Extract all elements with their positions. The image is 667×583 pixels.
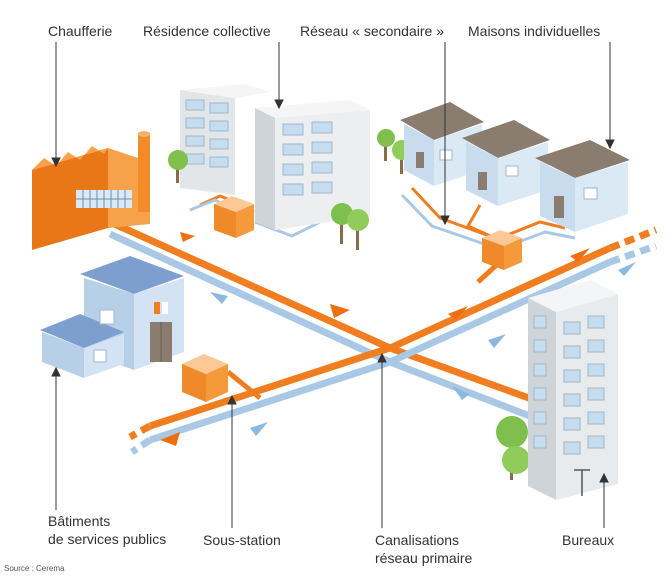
cold-arrow: [452, 386, 470, 400]
label-batiments-line1: Bâtiments: [48, 513, 111, 529]
label-batiments-services-publics: Bâtiments de services publics: [48, 512, 166, 548]
label-canalisations: Canalisations réseau primaire: [375, 531, 472, 567]
secondary-hot-house3: [504, 220, 566, 238]
cold-pipe-exit-left: [130, 437, 152, 455]
substation-public: [182, 354, 228, 402]
cold-pipe-exit-right: [608, 242, 658, 266]
boiler-plant: [32, 131, 150, 250]
label-bureaux: Bureaux: [562, 532, 615, 548]
label-maisons-individuelles: Maisons individuelles: [468, 23, 601, 39]
residential-towers: [180, 84, 370, 230]
substation-houses: [482, 230, 522, 270]
label-canalisations-line2: réseau primaire: [375, 550, 473, 566]
cold-arrow: [488, 334, 506, 348]
label-batiments-line2: de services publics: [48, 531, 167, 547]
secondary-hot-house2: [465, 204, 496, 240]
flow-arrows: [160, 232, 636, 446]
hot-pipe-exit-right: [608, 226, 658, 252]
secondary-cold-houses: [400, 193, 491, 248]
hot-arrow: [160, 432, 180, 446]
house-3: [535, 140, 630, 232]
source-caption: Source : Cerema: [4, 564, 65, 573]
office-tower: [528, 280, 618, 500]
public-buildings: [40, 256, 184, 378]
label-residence-collective: Résidence collective: [143, 23, 271, 39]
substations: [182, 196, 522, 402]
cold-arrow: [210, 292, 228, 304]
individual-houses: [400, 102, 630, 232]
cold-arrow: [618, 262, 636, 276]
cold-arrow: [250, 422, 268, 436]
leader-lines: [51, 42, 615, 528]
label-canalisations-line1: Canalisations: [375, 532, 460, 548]
label-sous-station: Sous-station: [203, 532, 281, 548]
hot-arrow: [570, 248, 590, 262]
cold-pipe-cross: [148, 258, 612, 444]
hot-arrow: [180, 232, 195, 242]
label-chaufferie: Chaufferie: [48, 23, 113, 39]
hot-pipe-exit-left: [128, 422, 152, 441]
label-reseau-secondaire: Réseau « secondaire »: [300, 23, 444, 39]
substation-residence: [214, 196, 254, 238]
hot-pipe-branch-public: [226, 370, 262, 400]
hot-arrow: [330, 304, 350, 318]
hot-arrow: [448, 306, 468, 320]
